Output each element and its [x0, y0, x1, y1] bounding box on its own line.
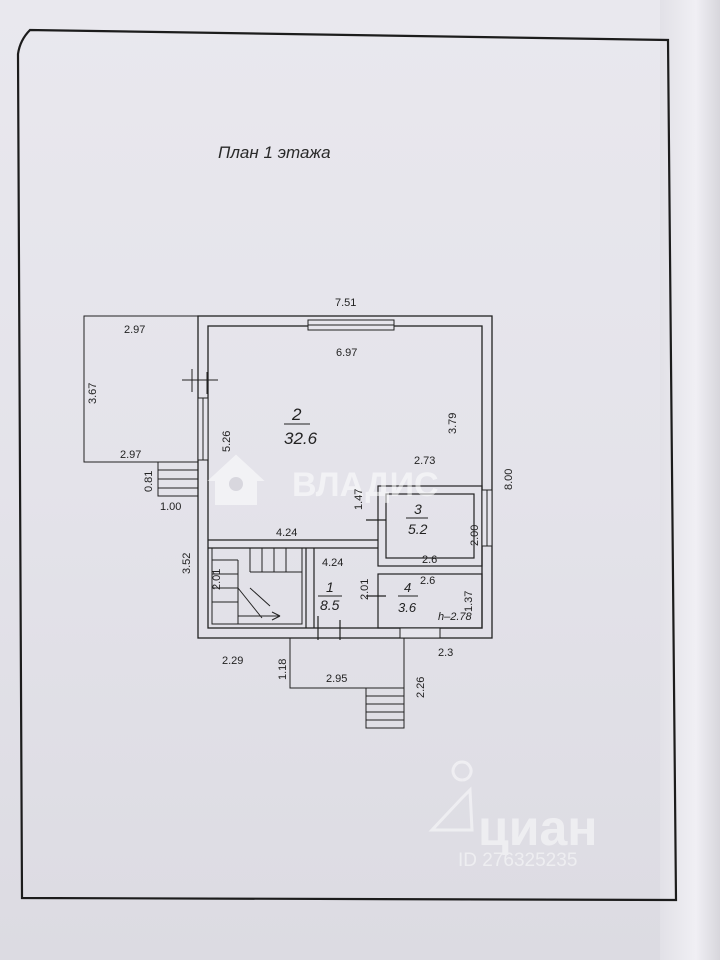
dimension-labels: 7.51 2.97 3.67 2.97 0.81 1.00 6.97 3.79 …	[87, 297, 515, 698]
dim-terrace-width-top: 2.97	[124, 324, 145, 336]
dim-room4-depth: 1.37	[463, 591, 475, 612]
dim-step-height: 0.81	[143, 471, 155, 492]
vladis-watermark: ВЛАДИС	[207, 454, 439, 505]
room-4-number: 4	[404, 580, 411, 595]
dim-terrace-depth: 3.67	[87, 383, 99, 404]
dim-room2-width: 6.97	[336, 347, 357, 359]
room-3-number: 3	[414, 501, 422, 517]
cian-text: циан	[478, 800, 597, 856]
dim-room3-depth: 2.00	[469, 525, 481, 546]
window-right	[481, 489, 493, 547]
dim-porch-right-offset: 2.3	[438, 647, 453, 659]
dim-step-width: 1.00	[160, 501, 181, 513]
dim-2-73: 2.73	[414, 455, 435, 467]
vladis-text: ВЛАДИС	[292, 466, 439, 504]
dim-room2-depth-left: 5.26	[221, 431, 233, 452]
dim-room4-width: 2.6	[420, 575, 435, 587]
dim-hall-width: 4.24	[276, 527, 297, 539]
dim-overall-width: 7.51	[335, 297, 356, 309]
dim-porch-width: 2.95	[326, 673, 347, 685]
dim-room3-top: 1.47	[353, 489, 365, 510]
dim-room2-depth-right: 3.79	[447, 413, 459, 434]
plan-title: План 1 этажа	[218, 143, 331, 162]
dim-stair-depth: 2.01	[211, 569, 223, 590]
dim-overall-depth: 8.00	[503, 469, 515, 490]
cian-id: ID 276325235	[458, 850, 577, 871]
window-top	[307, 319, 395, 331]
porch	[289, 638, 405, 729]
dim-room1-depth: 2.01	[359, 579, 371, 600]
dim-terrace-width-bottom: 2.97	[120, 449, 141, 461]
dim-stair-width: 4.24	[322, 557, 343, 569]
room-1-number: 1	[326, 579, 334, 595]
window-left	[197, 397, 209, 461]
terrace-step	[157, 461, 199, 497]
dim-left-depth: 3.52	[181, 553, 193, 574]
room-2-area: 32.6	[284, 429, 318, 448]
room-3-area: 5.2	[408, 521, 428, 537]
dim-room3-width: 2.6	[422, 554, 437, 566]
room-2-number: 2	[291, 405, 302, 424]
sheet-frame	[16, 28, 678, 902]
location-pin-icon	[428, 760, 474, 832]
dim-porch-left-offset: 2.29	[222, 655, 243, 667]
dim-stairs-length: 2.26	[415, 677, 427, 698]
terrace	[83, 315, 218, 463]
window-bottom	[399, 627, 441, 639]
cian-watermark: циан ID 276325235	[428, 760, 597, 871]
room-labels: 2 32.6 3 5.2 1 8.5 4 3.6	[284, 405, 428, 615]
ceiling-height: h–2.78	[438, 611, 473, 623]
dim-porch-depth: 1.18	[277, 659, 289, 680]
room-4-area: 3.6	[398, 600, 417, 615]
staircase	[211, 547, 303, 625]
room-1-area: 8.5	[320, 597, 340, 613]
